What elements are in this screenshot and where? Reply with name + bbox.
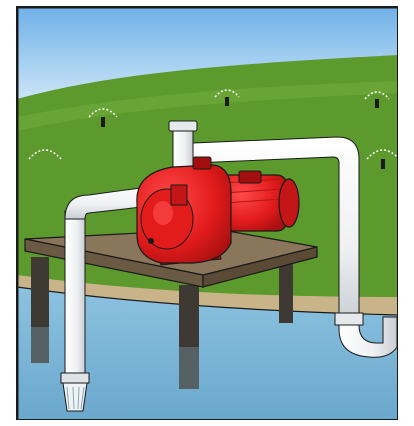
frame-border [17,7,397,419]
foot-valve-icon [60,372,90,412]
dock-posts [31,257,293,389]
illustration-frame [16,6,398,420]
sprinkler-icon [214,89,240,106]
pump-scene [17,7,397,419]
sprinkler-icon [366,149,397,169]
sprinkler-icon [364,91,390,108]
discharge-pipe [168,120,397,358]
hill-highlight [17,81,397,131]
water [17,287,397,419]
pump-icon [136,156,300,266]
sprinkler-icon [88,108,118,127]
